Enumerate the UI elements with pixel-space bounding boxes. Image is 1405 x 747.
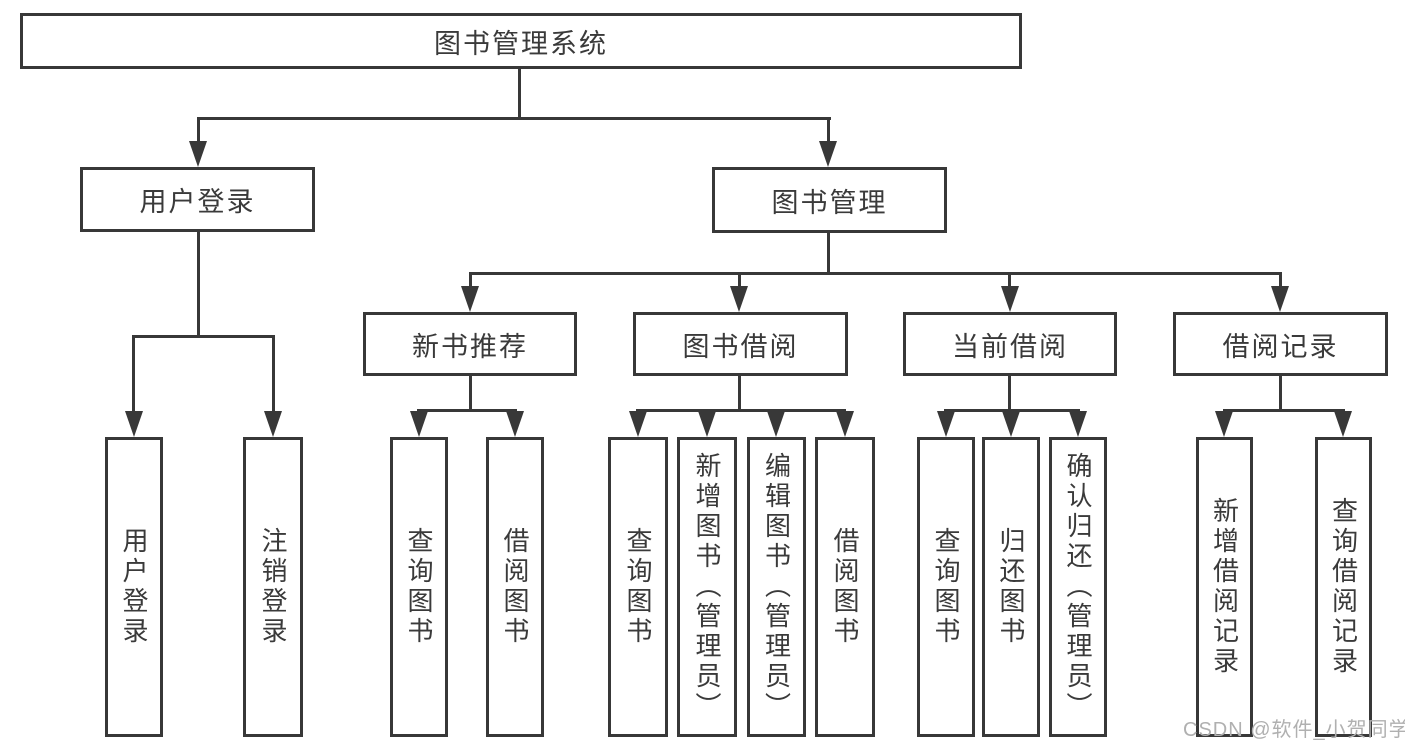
leaf-logout: 注销登录 [243,437,303,737]
leaf-label: 编辑图书（管理员） [761,452,792,722]
connector-line [469,274,472,288]
connector-line [738,274,741,288]
node-new-book-recommend: 新书推荐 [363,312,577,376]
node-label: 新书推荐 [412,331,528,362]
connector-line [944,409,1080,412]
node-label: 当前借阅 [952,331,1068,362]
leaf-label: 注销登录 [258,527,288,647]
leaf-label: 借阅图书 [500,527,530,647]
leaf-query-books-recommend: 查询图书 [390,437,448,737]
leaf-label: 确认归还（管理员） [1063,452,1093,722]
connector-line [1279,376,1282,411]
connector-line [1223,409,1345,412]
leaf-return-books: 归还图书 [982,437,1040,737]
leaf-confirm-return-admin: 确认归还（管理员） [1049,437,1107,737]
arrowhead [1001,286,1019,312]
connector-line [132,335,275,338]
connector-line [272,337,275,413]
leaf-borrow-books: 借阅图书 [815,437,875,737]
leaf-label: 查询图书 [623,527,653,647]
connector-line [738,376,741,411]
connector-line [197,119,200,144]
arrowhead [730,286,748,312]
csdn-watermark: CSDN @软件_小贺同学 [1183,719,1405,741]
leaf-add-borrow-record: 新增借阅记录 [1196,437,1253,737]
arrowhead [461,286,479,312]
leaf-query-books-current: 查询图书 [917,437,975,737]
arrowhead [698,411,716,437]
leaf-label: 新增图书（管理员） [692,452,722,722]
node-library-management-system: 图书管理系统 [20,13,1022,69]
arrowhead [189,141,207,167]
connector-line [1008,376,1011,411]
arrowhead [629,411,647,437]
node-book-management: 图书管理 [712,167,947,233]
arrowhead [264,411,282,437]
leaf-query-borrow-record: 查询借阅记录 [1315,437,1372,737]
leaf-borrow-books-recommend: 借阅图书 [486,437,544,737]
connector-line [827,233,830,275]
node-label: 图书管理系统 [434,28,608,59]
leaf-edit-books-admin: 编辑图书（管理员） [747,437,806,737]
arrowhead [1069,411,1087,437]
connector-line [518,69,521,120]
leaf-label: 借阅图书 [830,527,860,647]
leaf-label: 新增借阅记录 [1209,497,1240,677]
arrowhead [1215,411,1233,437]
connector-line [1279,274,1282,288]
connector-line [132,337,135,413]
connector-line [197,117,831,120]
leaf-label: 用户登录 [119,527,149,647]
leaf-label: 查询图书 [931,527,961,647]
leaf-user-login: 用户登录 [105,437,163,737]
connector-line [827,119,830,144]
node-user-login: 用户登录 [80,167,315,232]
node-book-borrowing: 图书借阅 [633,312,848,376]
arrowhead [767,411,785,437]
leaf-label: 归还图书 [996,527,1026,647]
node-label: 借阅记录 [1222,331,1339,362]
node-label: 用户登录 [139,187,256,217]
connector-line [636,409,846,412]
arrowhead [1002,411,1020,437]
connector-line [417,409,517,412]
arrowhead [506,411,524,437]
arrowhead [410,411,428,437]
arrowhead [1334,411,1352,437]
connector-line [469,376,472,411]
arrowhead [125,411,143,437]
node-label: 图书管理 [771,187,888,218]
leaf-add-books-admin: 新增图书（管理员） [677,437,737,737]
node-current-borrowing: 当前借阅 [903,312,1117,376]
node-label: 图书借阅 [682,331,799,362]
leaf-label: 查询图书 [404,527,434,647]
node-borrowing-records: 借阅记录 [1173,312,1388,376]
arrowhead [937,411,955,437]
arrowhead [1271,286,1289,312]
connector-line [469,272,1282,275]
arrowhead [836,411,854,437]
connector-line [197,232,200,338]
leaf-label: 查询借阅记录 [1328,497,1359,677]
connector-line [1008,274,1011,288]
leaf-query-books-borrowing: 查询图书 [608,437,668,737]
arrowhead [819,141,837,167]
